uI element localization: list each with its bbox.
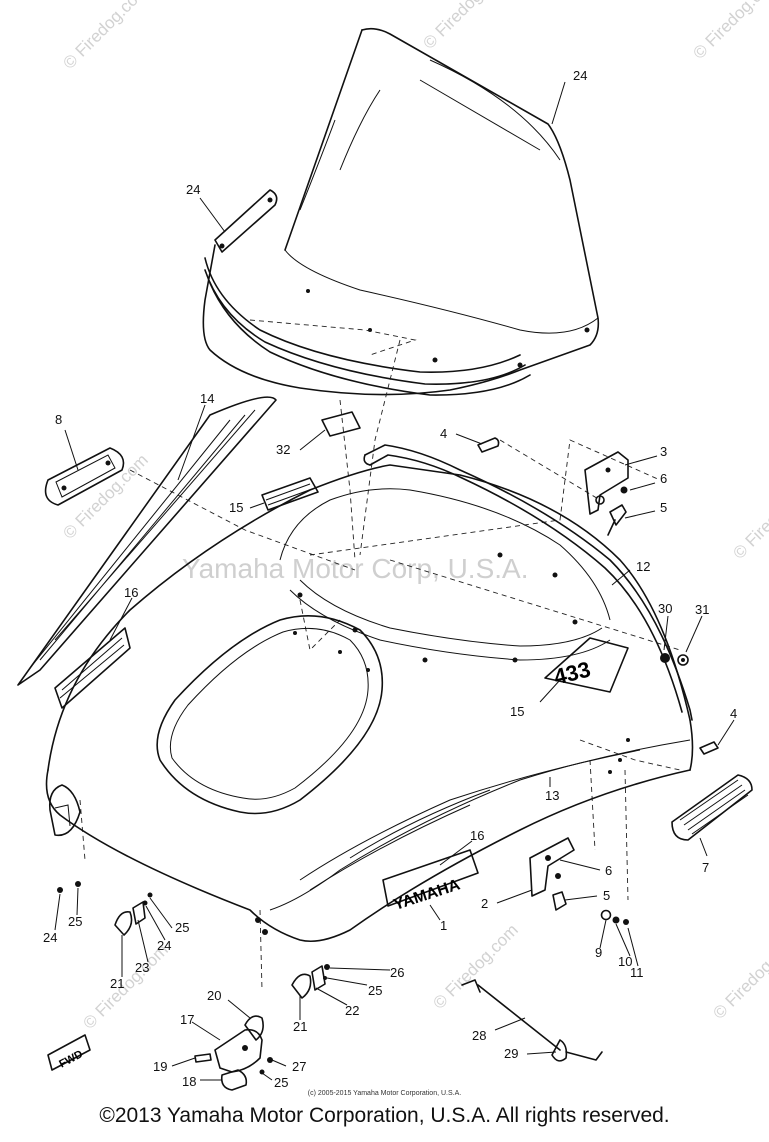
callout-19: 19 bbox=[153, 1059, 167, 1074]
callout-30: 30 bbox=[658, 601, 672, 616]
callout-5b: 5 bbox=[603, 888, 610, 903]
assembly-lines bbox=[79, 319, 681, 991]
copyright-notice: ©2013 Yamaha Motor Corporation, U.S.A. A… bbox=[99, 1104, 670, 1127]
callout-13: 13 bbox=[545, 788, 559, 803]
left-hardware bbox=[57, 881, 153, 936]
callout-29: 24 bbox=[186, 182, 200, 197]
callout-28: 24 bbox=[573, 68, 587, 83]
brand-decal: YAMAHA bbox=[392, 876, 463, 914]
callout-6a: 6 bbox=[660, 471, 667, 486]
part-15-decal bbox=[261, 477, 319, 511]
callout-25d: 27 bbox=[292, 1059, 306, 1074]
callout-21b: 21 bbox=[293, 1019, 307, 1034]
callout-31: 31 bbox=[695, 602, 709, 617]
callout-17: 17 bbox=[180, 1012, 194, 1027]
part-16-decal bbox=[54, 627, 131, 709]
cable-assembly bbox=[461, 979, 603, 1062]
callout-15b: 15 bbox=[510, 704, 524, 719]
watermark-main: Yamaha Motor Corp, U.S.A. bbox=[182, 553, 529, 584]
callout-9: 9 bbox=[595, 945, 602, 960]
hinge-bracket-upper bbox=[584, 451, 629, 536]
watermark-site: © Firedog.com bbox=[729, 470, 769, 562]
direction-decal: FWD bbox=[57, 1048, 85, 1070]
part-32-label bbox=[321, 411, 361, 437]
watermark-site: © Firedog.com bbox=[709, 930, 769, 1022]
callout-14: 14 bbox=[200, 391, 214, 406]
callout-26: 28 bbox=[472, 1028, 486, 1043]
side-stripe bbox=[17, 396, 277, 686]
windshield bbox=[202, 27, 600, 396]
callout-1: 1 bbox=[440, 918, 447, 933]
watermark-site: © Firedog.com bbox=[419, 0, 511, 53]
callout-15a: 15 bbox=[229, 500, 243, 515]
fwd-decal: FWD bbox=[47, 1034, 91, 1071]
callout-21a: 21 bbox=[110, 976, 124, 991]
watermark-site: © Firedog.com bbox=[79, 940, 171, 1032]
callout-5a: 5 bbox=[660, 500, 667, 515]
bolt-upper bbox=[477, 437, 500, 453]
bolt-right bbox=[699, 741, 719, 755]
callout-25a: 25 bbox=[68, 914, 82, 929]
model-decal: 433 bbox=[551, 656, 593, 689]
callout-4b: 4 bbox=[730, 706, 737, 721]
callout-32: 32 bbox=[276, 442, 290, 457]
callout-23: 23 bbox=[135, 960, 149, 975]
part-7-step-pad bbox=[671, 774, 753, 841]
callout-24a: 24 bbox=[43, 930, 57, 945]
side-trim bbox=[363, 444, 693, 721]
leader-lines bbox=[54, 81, 735, 1081]
callout-24b: 24 bbox=[157, 938, 171, 953]
callout-2: 2 bbox=[481, 896, 488, 911]
nuts-9-10-11 bbox=[600, 909, 629, 925]
small-credit: (c) 2005-2015 Yamaha Motor Corporation, … bbox=[307, 1090, 462, 1097]
callout-27: 29 bbox=[504, 1046, 518, 1061]
callout-4a: 4 bbox=[440, 426, 447, 441]
callout-16b: 16 bbox=[470, 828, 484, 843]
hinge-bracket-lower bbox=[529, 837, 575, 911]
callout-24c: 25 bbox=[368, 983, 382, 998]
center-hardware bbox=[194, 964, 330, 1091]
watermark-site: © Firedog.com bbox=[689, 0, 769, 63]
callout-22: 22 bbox=[345, 1003, 359, 1018]
washers-30-31 bbox=[660, 653, 689, 666]
callout-25c: 26 bbox=[390, 965, 404, 980]
callout-18: 18 bbox=[182, 1074, 196, 1089]
callout-12: 12 bbox=[636, 559, 650, 574]
callout-7: 7 bbox=[702, 860, 709, 875]
callout-10: 10 bbox=[618, 954, 632, 969]
callout-11: 11 bbox=[630, 965, 644, 980]
watermarks: © Firedog.com © Firedog.com © Firedog.co… bbox=[59, 0, 769, 1033]
callout-8: 8 bbox=[55, 412, 62, 427]
watermark-site: © Firedog.com bbox=[429, 920, 521, 1012]
callout-6b: 6 bbox=[605, 863, 612, 878]
callout-24d: 25 bbox=[274, 1075, 288, 1090]
callout-numbers: 24 24 14 8 32 4 3 6 5 15 12 16 30 31 15 … bbox=[43, 68, 737, 1090]
callout-25b: 25 bbox=[175, 920, 189, 935]
callout-20: 20 bbox=[207, 988, 221, 1003]
callout-16a: 16 bbox=[124, 585, 138, 600]
callout-3: 3 bbox=[660, 444, 667, 459]
watermark-site: © Firedog.com bbox=[59, 0, 151, 73]
part-8-emblem bbox=[44, 447, 125, 506]
